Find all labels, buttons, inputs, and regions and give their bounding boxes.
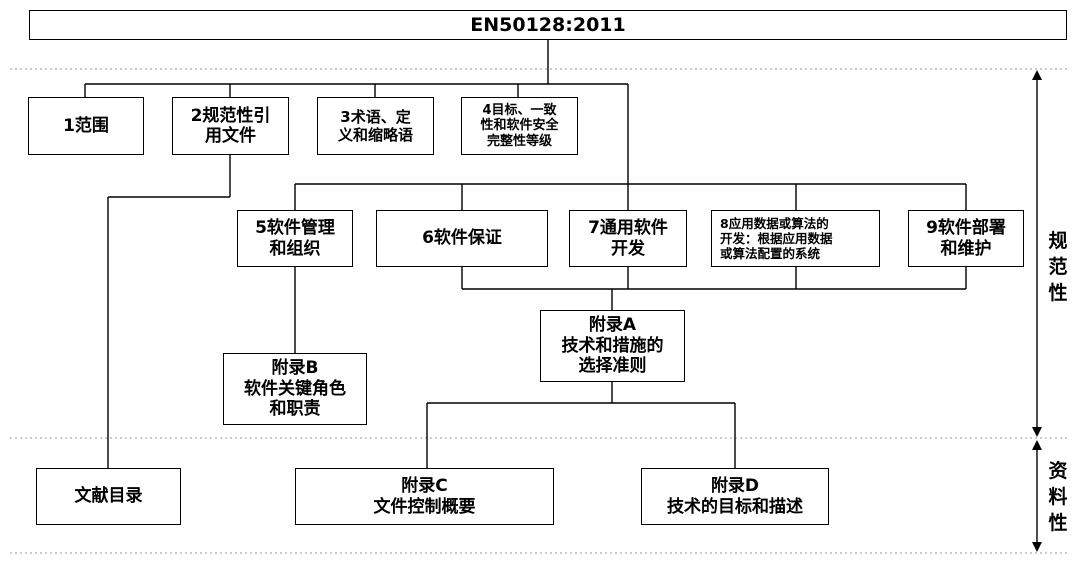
section-5-management-organization-box: 5软件管理 和组织 [237, 210, 353, 267]
normative-side-label: 规 范 性 [1047, 228, 1069, 306]
section-9-deployment-maintenance-box: 9软件部署 和维护 [908, 210, 1024, 267]
informative-side-label: 资 料 性 [1047, 458, 1069, 536]
bibliography-box: 文献目录 [36, 468, 181, 525]
annex-c-document-control-box: 附录C 文件控制概要 [295, 468, 554, 525]
section-3-terms-definitions-box: 3术语、定 义和缩略语 [317, 97, 434, 155]
annex-a-technique-selection-box: 附录A 技术和措施的 选择准则 [540, 310, 685, 382]
section-4-objectives-sil-box: 4目标、一致 性和软件安全 完整性等级 [461, 97, 578, 155]
annex-b-key-roles-box: 附录B 软件关键角色 和职责 [223, 353, 367, 425]
section-6-software-assurance-box: 6软件保证 [376, 210, 548, 267]
standard-title-box: EN50128:2011 [29, 10, 1067, 40]
section-1-scope-box: 1范围 [28, 97, 144, 155]
section-7-generic-software-development-box: 7通用软件 开发 [569, 210, 687, 267]
section-2-normative-references-box: 2规范性引 用文件 [172, 97, 289, 155]
annex-d-technique-description-box: 附录D 技术的目标和描述 [641, 468, 829, 525]
section-8-application-data-development-box: 8应用数据或算法的 开发：根据应用数据 或算法配置的系统 [711, 210, 880, 267]
